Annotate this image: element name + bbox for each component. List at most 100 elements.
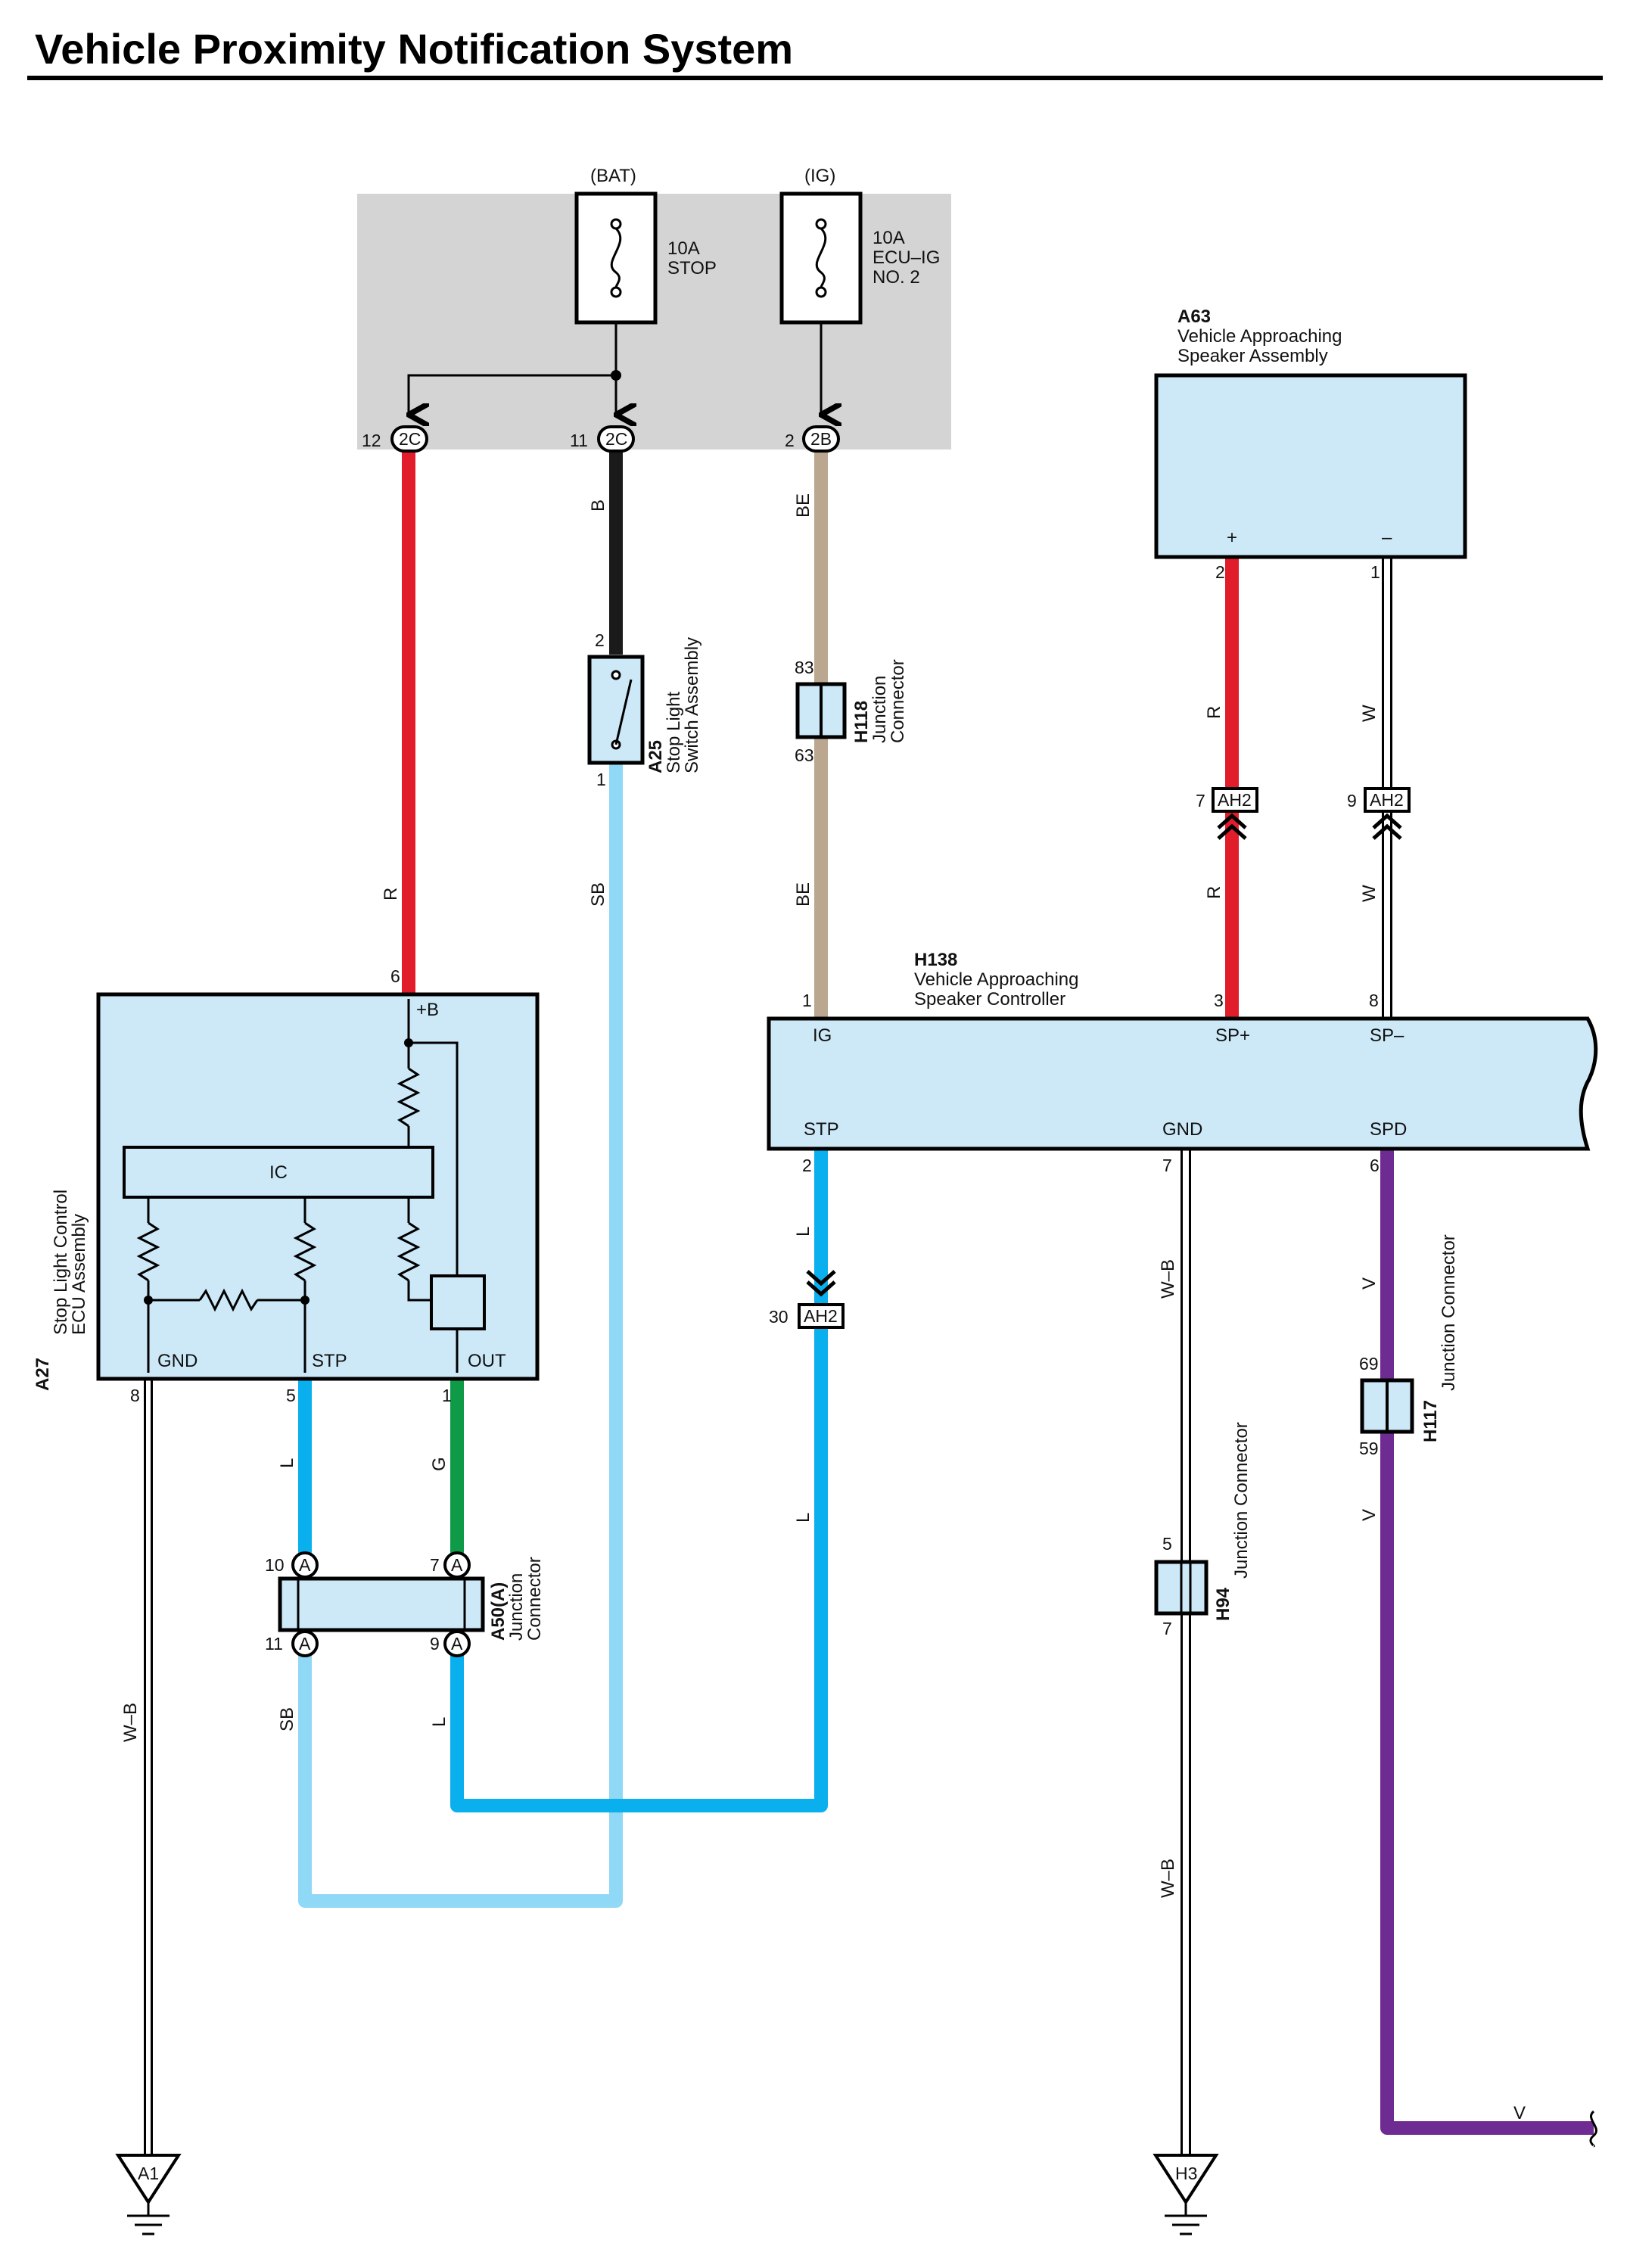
- ground-h3-icon: [1153, 2154, 1219, 2235]
- fuse-stop-name: STOP: [667, 258, 717, 278]
- a27-ic-block: [123, 1146, 434, 1199]
- connector-2b-2-pin: 2: [785, 431, 795, 450]
- wire-label-r-bot: R: [1204, 886, 1224, 899]
- h117-name: Junction Connector: [1439, 1234, 1459, 1391]
- h94-code: H94: [1213, 1587, 1233, 1621]
- a63-minus: –: [1382, 527, 1392, 548]
- connector-2c-12-pin: 12: [362, 431, 381, 450]
- h94-junction-icon: [1154, 1560, 1209, 1616]
- h138-name1: Vehicle Approaching: [914, 969, 1079, 990]
- h94-pin-bottom: 7: [1162, 1619, 1172, 1638]
- a50-pin-br: 9: [430, 1634, 440, 1654]
- ah2-r-pin: 7: [1196, 791, 1205, 810]
- a25-pin-top: 2: [595, 630, 605, 650]
- connector-2c-12: [390, 425, 428, 453]
- a27-gnd: GND: [157, 1351, 198, 1371]
- wire-label-wb-a27: W–B: [120, 1703, 141, 1742]
- a50-code: A50(A): [488, 1582, 509, 1641]
- wire-label-wb-h138: W–B: [1158, 1259, 1178, 1299]
- h138-pin-sp-minus: 8: [1369, 991, 1379, 1010]
- h138-sp-plus: SP+: [1215, 1025, 1250, 1046]
- connector-2c-12-id: 2C: [399, 429, 421, 449]
- wire-label-sb-a50: SB: [277, 1707, 297, 1731]
- wire-l-stp: [450, 1149, 828, 1812]
- a63-pin-plus: 2: [1215, 562, 1225, 582]
- h117-code: H117: [1420, 1400, 1441, 1442]
- h118-name2: Connector: [888, 659, 908, 743]
- a50-pin-tr: 7: [430, 1555, 440, 1575]
- ah2-connector-l: [798, 1270, 845, 1329]
- a63-plus: +: [1227, 527, 1237, 548]
- fuse-ecu-ig-icon: [779, 191, 863, 325]
- a27-stp: STP: [312, 1351, 347, 1371]
- a25-name2: Switch Assembly: [682, 637, 702, 773]
- ah2-l-pin: 30: [769, 1307, 789, 1327]
- a63-speaker-box: [1154, 373, 1467, 559]
- wire-label-l-stp: L: [793, 1227, 813, 1237]
- wire-label-l-a50: L: [429, 1717, 449, 1727]
- ground-a1-icon: [115, 2154, 182, 2235]
- h138-pin-spd: 6: [1370, 1156, 1380, 1175]
- a27-name2: ECU Assembly: [69, 1214, 89, 1335]
- wire-label-w-bot: W: [1359, 885, 1380, 902]
- h117-junction-icon: [1360, 1378, 1414, 1434]
- h138-pin-stp: 2: [802, 1156, 812, 1175]
- ah2-w-id: AH2: [1370, 790, 1404, 810]
- wire-label-r-left: R: [381, 888, 401, 901]
- wire-label-g-a27: G: [429, 1457, 449, 1471]
- a25-pin-bottom: 1: [596, 770, 606, 789]
- fuse-box-wiring: [409, 322, 821, 415]
- a27-ic: IC: [269, 1162, 288, 1183]
- a27-plus-b: +B: [416, 1000, 439, 1020]
- ig-label: (IG): [804, 166, 835, 186]
- bat-label: (BAT): [590, 166, 636, 186]
- fuse-stop-amp: 10A: [667, 238, 700, 259]
- h138-code: H138: [914, 950, 957, 970]
- a27-name1: Stop Light Control: [51, 1190, 71, 1335]
- wire-label-w-top: W: [1359, 705, 1380, 722]
- h118-pin-bottom: 63: [795, 745, 814, 765]
- h138-pin-gnd: 7: [1162, 1156, 1172, 1175]
- wire-label-v-mid: V: [1359, 1509, 1380, 1521]
- wire-label-b: B: [588, 499, 608, 512]
- wire-label-l-lower: L: [793, 1513, 813, 1523]
- fuse-stop-icon: [574, 191, 658, 325]
- a50-id-tl: A: [299, 1555, 311, 1575]
- a50-id-tr: A: [451, 1555, 463, 1575]
- a27-pin-stp: 5: [286, 1386, 296, 1405]
- a27-pin-out: 1: [442, 1386, 452, 1405]
- h94-name: Junction Connector: [1231, 1422, 1252, 1579]
- wire-label-wb-h94: W–B: [1158, 1859, 1178, 1898]
- a50-name2: Connector: [524, 1557, 545, 1641]
- wire-break-icon: [1589, 2110, 1597, 2148]
- a63-name1: Vehicle Approaching: [1177, 326, 1342, 347]
- connector-2c-11-pin: 11: [570, 431, 588, 450]
- wire-label-be-mid: BE: [793, 882, 813, 907]
- a50-id-br: A: [451, 1634, 463, 1654]
- a27-node-3: [300, 1296, 310, 1305]
- h138-spd: SPD: [1370, 1119, 1407, 1140]
- a63-code: A63: [1177, 306, 1211, 327]
- wire-label-l-a27: L: [277, 1458, 297, 1468]
- wire-label-v-top: V: [1359, 1277, 1380, 1290]
- fuse-ecu-ig-amp: 10A: [873, 228, 905, 248]
- wire-v: [1380, 1149, 1594, 2135]
- a25-switch-icon: [587, 655, 645, 765]
- a27-pin-gnd: 8: [130, 1386, 140, 1405]
- h117-pin-bottom: 59: [1359, 1439, 1379, 1458]
- h118-junction-icon: [795, 682, 847, 739]
- wire-label-r-top: R: [1204, 706, 1224, 719]
- h94-pin-top: 5: [1162, 1534, 1172, 1554]
- connector-2c-11-id: 2C: [605, 429, 627, 449]
- ah2-r-id: AH2: [1218, 790, 1252, 810]
- a27-out: OUT: [468, 1351, 506, 1371]
- wire-label-be-top: BE: [793, 493, 813, 518]
- h138-gnd: GND: [1162, 1119, 1202, 1140]
- connector-2c-11: [597, 425, 635, 453]
- h138-stp: STP: [804, 1119, 839, 1140]
- wire-sb: [298, 763, 623, 1908]
- a25-code: A25: [645, 740, 666, 773]
- a27-code: A27: [33, 1358, 53, 1391]
- a27-node-1: [404, 1038, 413, 1047]
